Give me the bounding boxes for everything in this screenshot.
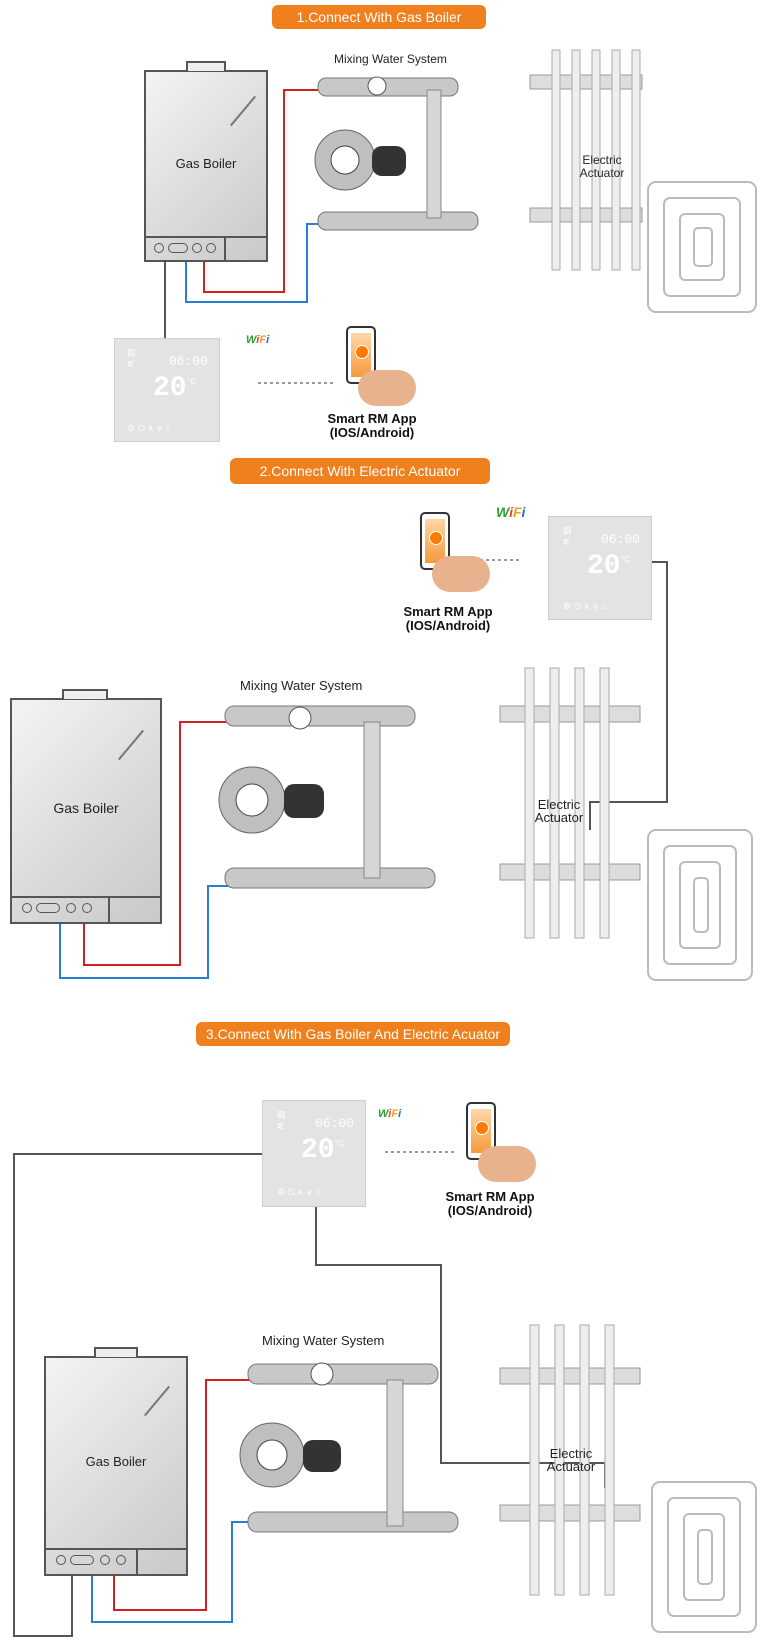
gas-boiler-label: Gas Boiler [85,1454,147,1469]
mixing-system-1 [314,76,479,231]
flame-icon: ᓬ [277,1121,284,1131]
thermostat-unit: °C [187,377,196,386]
flame-icon: ᓬ [127,359,134,369]
section-3-title: 3.Connect With Gas Boiler And Electric A… [196,1022,510,1046]
cold-pipe-1 [185,223,330,303]
gas-boiler-3: Gas Boiler [44,1347,188,1576]
gas-boiler-label: Gas Boiler [175,156,237,171]
thermostat-1: ▤ ᓬ 06:00 20 °C ⚙ ⏻ ∧ ∨ ⌂ [114,338,220,442]
wifi-icon: WiFi [378,1108,402,1120]
hot-pipe-1 [203,89,330,293]
gas-boiler-2: Gas Boiler [10,689,162,924]
hot-pipe-2 [83,721,230,966]
smart-rm-app-label: Smart RM App(IOS/Android) [445,1189,535,1218]
floor-loop-2 [647,829,753,981]
thermostat-temp: 20 [153,373,187,404]
wifi-icon: WiFi [496,504,526,520]
hot-pipe-3 [113,1379,250,1611]
thermostat-3: ▤ ᓬ 06:00 20 °C ⚙ ⏻ ∧ ∨ ⌂ [262,1100,366,1207]
mixing-water-system-label: Mixing Water System [334,52,447,66]
floor-loop-3 [651,1481,757,1633]
manifold-3 [499,1324,641,1596]
section-2-title: 2.Connect With Electric Actuator [230,458,490,484]
manifold-2 [499,667,641,939]
gas-boiler-label: Gas Boiler [53,800,119,816]
thermostat-temp: 20 [587,551,621,582]
smart-rm-app-label: Smart RM App(IOS/Android) [327,411,417,440]
thermostat-unit: °C [335,1139,344,1148]
thermostat-temp: 20 [301,1135,335,1166]
wifi-icon: WiFi [246,334,270,346]
thermostat-time: 06:00 [169,354,209,369]
mixing-water-system-label: Mixing Water System [240,678,363,693]
mixing-system-2 [218,705,436,889]
mixing-system-3 [239,1362,459,1533]
cold-pipe-2 [59,885,230,979]
flame-icon: ᓬ [563,537,570,547]
mixing-water-system-label: Mixing Water System [262,1333,385,1348]
control-wire-3a [13,1153,262,1637]
thermostat-time: 06:00 [315,1116,355,1131]
gas-boiler-1: Gas Boiler [144,61,268,262]
manifold-1 [529,49,643,271]
section-1-title: 1.Connect With Gas Boiler [272,5,486,29]
cold-pipe-3 [91,1521,250,1623]
smart-rm-app-label: Smart RM App(IOS/Android) [403,604,493,633]
thermostat-time: 06:00 [601,532,641,547]
thermostat-2: ▤ ᓬ 06:00 20 °C ⚙ ⏻ ∧ ∨ ⌂ [548,516,652,620]
control-wire-2 [589,561,668,830]
thermostat-unit: °C [621,555,630,564]
floor-loop-1 [647,181,757,313]
